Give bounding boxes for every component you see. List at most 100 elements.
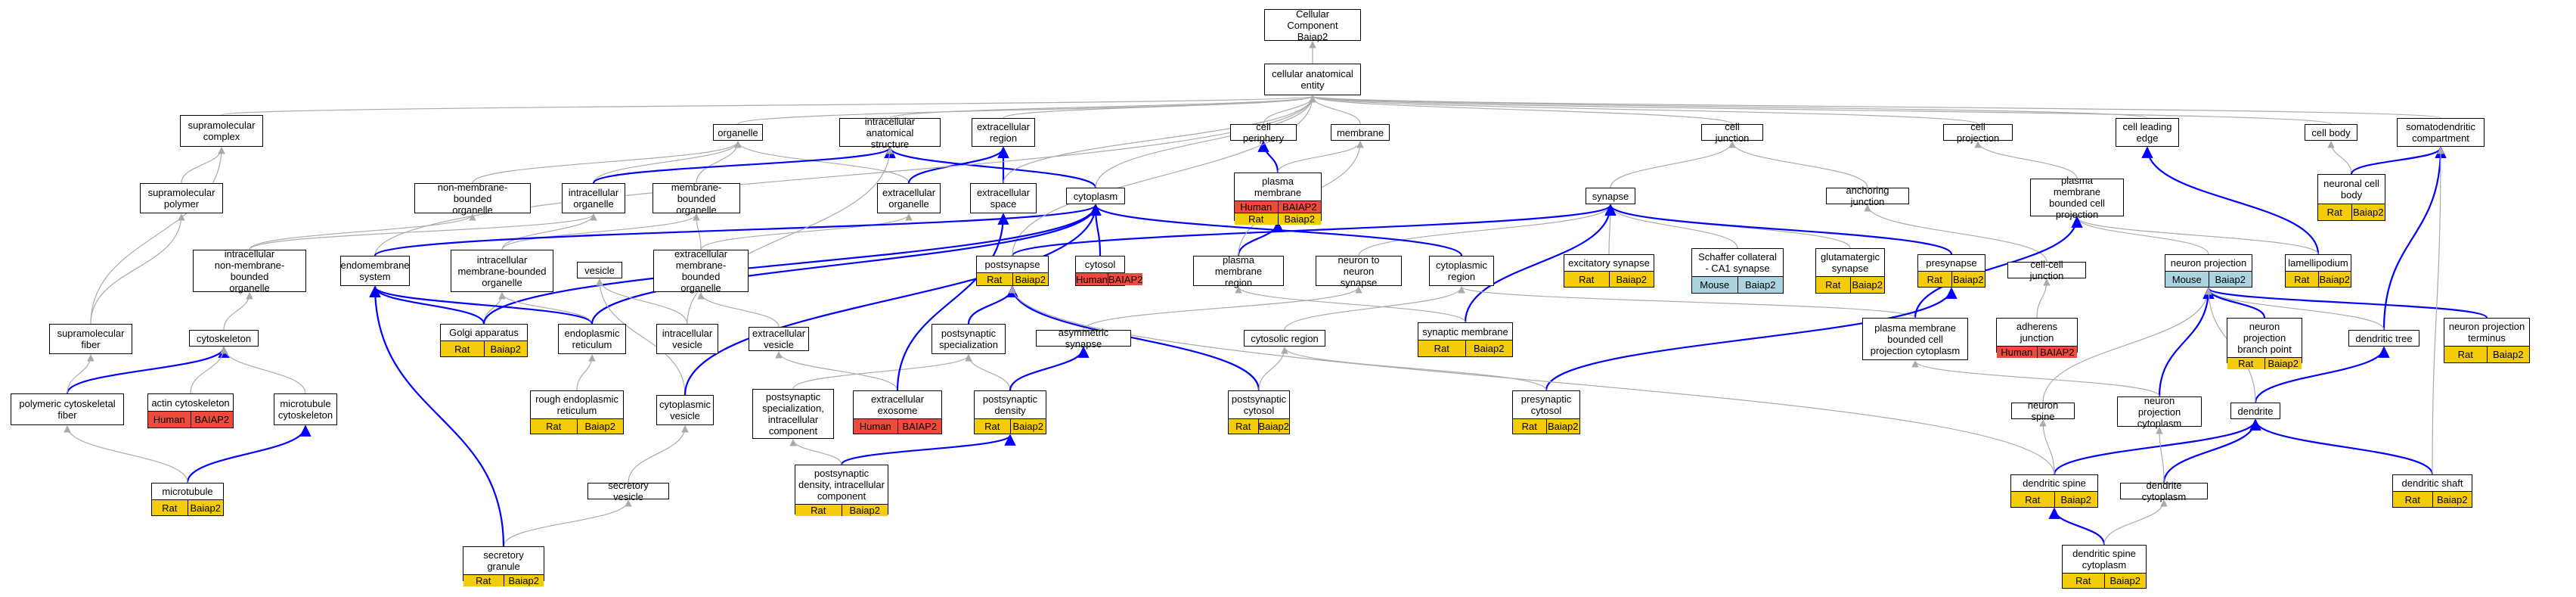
is-a-edge-mtc-to-cskel [220,347,306,394]
annotation-species: Rat [1418,340,1465,356]
part-of-edge-pcf-to-cskel [66,346,230,394]
is-a-edge-cytoreg2-to-cytreg [1284,286,1465,331]
annotation-gene: BAIAP2 [897,419,941,434]
go-term-label: dendritic spine cytoplasm [2072,548,2136,571]
go-term-label: intracellular vesicle [662,328,713,350]
annotation-gene: Baiap2 [2486,347,2529,362]
part-of-edge-presyn-to-syn [1604,204,1953,255]
annotation-species: Rat [977,273,1012,285]
is-a-edge-nmbo-to-org [472,141,742,184]
go-term-node-cj: cell junction [1701,121,1763,144]
part-of-edge-pscyt-to-psyn [1006,285,1260,391]
go-term-node-exo: extracellular organelle [877,183,941,213]
annotation-species: Mouse [1692,277,1737,293]
go-term-label: endomembrane system [340,260,410,282]
go-term-node-dcyt: dendrite cytoplasm [2120,480,2208,502]
annotation-species: Rat [441,341,484,356]
go-term-node-asyn: asymmetric synapse [1036,327,1131,350]
is-a-edge-schaf-to-syn [1607,204,1738,249]
is-a-edge-cproj-to-cae [1309,95,1979,125]
annotation-species: Rat [1918,272,1951,287]
go-term-node-imbo: intracellular membrane-bounded organelle [451,250,553,292]
go-term-node-es: endomembrane system [340,256,410,286]
go-term-label: cell junction [1715,121,1750,144]
go-term-node-cbody: cell body [2305,124,2357,141]
go-term-node-iv: intracellular vesicle [656,324,718,354]
annotation-species: Rat [463,575,504,586]
go-term-label: extracellular region [976,121,1031,144]
annotation-gene: Baiap2 [1951,272,1985,287]
go-term-label: cytosol [1084,259,1116,270]
is-a-edge-er-to-imbo [498,292,593,325]
annotation-species: Human [1997,347,2037,358]
go-term-node-inmbo: intracellular non-membrane-bounded organ… [193,248,306,294]
go-term-label: neuron projection cytoplasm [2137,394,2182,429]
part-of-edge-er-to-cyto [591,204,1102,325]
is-a-edge-dshaft-to-sdc [2432,147,2444,475]
annotation-gene: Baiap2 [2054,492,2097,507]
annotation-gene: Baiap2 [1277,213,1321,225]
go-term-label: cytoplasm [1073,190,1118,202]
go-term-node-pmbcpc: plasma membrane bounded cell projection … [1862,318,1968,360]
go-term-label: cytoplasmic vesicle [659,399,711,421]
is-a-edge-pmbcpc-to-cytreg [1458,286,1916,319]
go-term-label: adherens junction [2016,321,2058,344]
is-a-edge-imbo-to-mbo [501,213,700,250]
is-a-edge-cyto-to-cae [1095,95,1316,188]
go-term-label: dendrite cytoplasm [2141,480,2187,502]
annotation-species: Rat [2393,492,2432,507]
annotation-species: Rat [2227,358,2264,369]
go-term-label: postsynaptic specialization, intracellul… [762,391,824,437]
part-of-edge-cytosol-to-cyto [1090,204,1102,257]
annotation-gene: Baiap2 [1257,419,1289,434]
go-term-label: microtubule cytoskeleton [277,398,333,421]
annotation-species: Rat [2444,347,2487,362]
part-of-edge-cves-to-cyto [684,204,1102,396]
go-term-label: postsynaptic cytosol [1231,393,1287,416]
annotation-species: Rat [2318,204,2351,220]
annotation-gene: Baiap2 [2208,272,2252,287]
go-term-label: cell periphery [1242,121,1285,144]
is-a-edge-psic-to-pss [792,354,972,390]
is-a-edge-secves-to-cves [628,425,689,484]
go-term-label: neuron projection branch point [2237,321,2292,355]
go-term-label: cell projection [1956,121,2000,144]
go-term-node-sdc: somatodendritic compartment [2397,118,2485,147]
annotation-gene: Baiap2 [1849,277,1884,293]
is-a-edge-dcyt-to-npc [2156,427,2165,484]
go-term-label: membrane [1336,126,1384,138]
go-term-node-er: endoplasmic reticulum [558,324,626,354]
annotation-gene: BAIAP2 [1107,273,1143,285]
go-term-label: somatodendritic compartment [2406,121,2475,144]
go-term-node-pss: postsynaptic specialization [932,324,1006,354]
annotation-species: Rat [531,419,577,434]
part-of-edge-es-to-cyto [374,204,1102,257]
is-a-edge-smfib-to-smp [90,213,185,325]
part-of-edge-pm-to-cper [1257,140,1279,173]
part-of-edge-dshaft-to-dend [2249,418,2434,475]
annotation-gene: Baiap2 [1009,419,1046,434]
is-a-edge-prcyt-to-cytoreg2 [1281,347,1547,391]
annotation-gene: BAIAP2 [190,412,233,428]
is-a-edge-inmbo-to-io [249,213,597,250]
annotation-gene: Baiap2 [2103,574,2146,588]
go-term-node-aj: anchoring junction [1826,185,1909,207]
is-a-edge-lamel-to-pmbcp [2073,216,2319,255]
